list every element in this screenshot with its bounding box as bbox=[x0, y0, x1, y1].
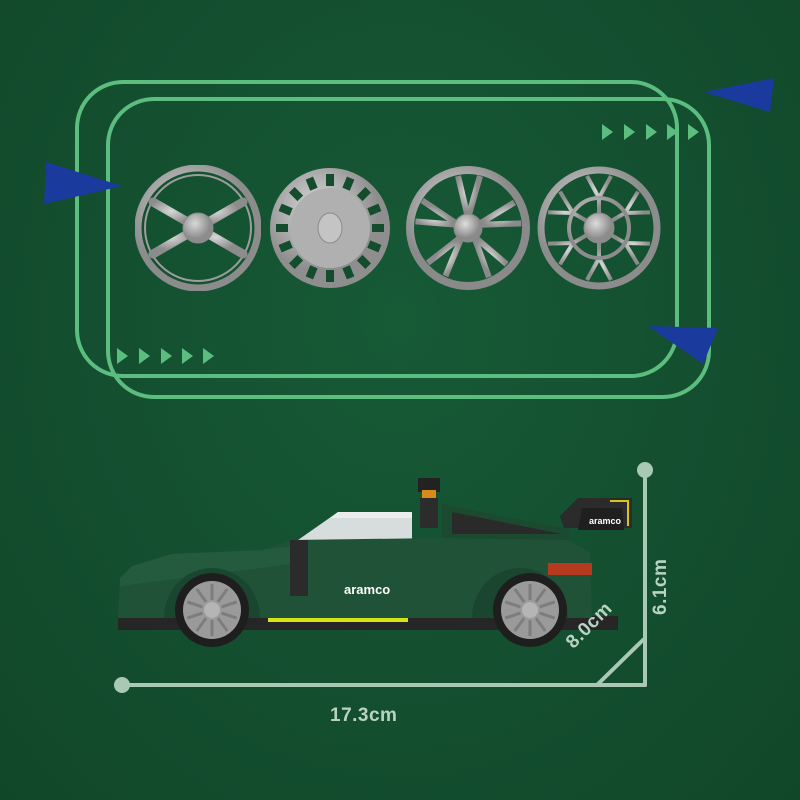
wheel-mesh-y-spoke bbox=[536, 165, 662, 291]
chevron-arrows-top bbox=[600, 123, 710, 141]
wheel-slotted-disc bbox=[267, 165, 393, 291]
pointer-triangle-bottom-right bbox=[648, 326, 720, 366]
car-model bbox=[112, 468, 632, 653]
chevron-arrows-bottom bbox=[115, 347, 225, 365]
height-label: 6.1cm bbox=[650, 558, 671, 615]
length-label: 17.3cm bbox=[330, 705, 398, 726]
track-outline-outer bbox=[75, 80, 679, 378]
pointer-triangle-top-right bbox=[704, 78, 776, 114]
car-spoiler-logo: aramco bbox=[589, 516, 622, 526]
car-side-logo: aramco bbox=[344, 582, 391, 597]
track-outline-inner bbox=[106, 97, 711, 399]
wheel-star-split-spoke bbox=[405, 165, 531, 291]
wheel-six-spoke bbox=[135, 165, 261, 291]
pointer-triangle-left bbox=[44, 160, 124, 206]
